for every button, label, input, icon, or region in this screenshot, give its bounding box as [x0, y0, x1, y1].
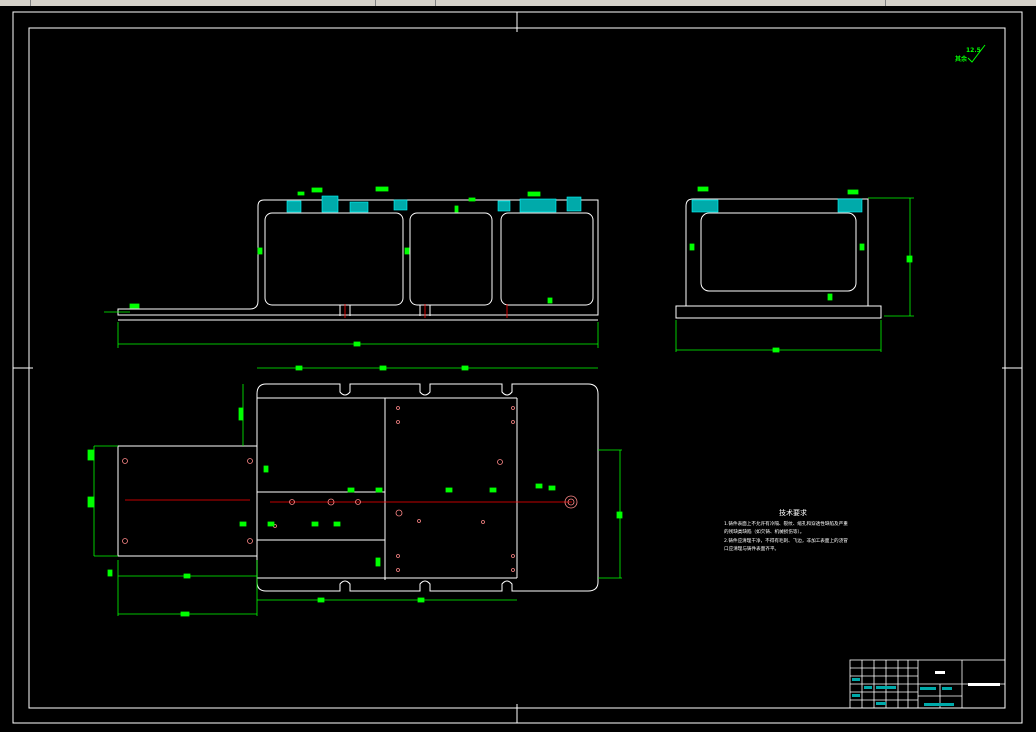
- roughness-symbol: 其余 12.5: [955, 44, 986, 63]
- roughness-value: 12.5: [966, 47, 981, 54]
- tech-req-title: 技术要求: [779, 508, 807, 517]
- window-title-strip: [0, 0, 1036, 6]
- tech-req-line: 口应清理与铸件表面齐平。: [724, 545, 779, 552]
- top-view: [87, 365, 623, 617]
- bolt-hatching: [286, 195, 582, 213]
- tech-req-line: 1.铸件表面上不允许有冷隔、裂纹、缩孔和穿透性缺陷及严重: [724, 520, 848, 527]
- front-view: [104, 186, 599, 348]
- toolbar-segment[interactable]: [30, 0, 376, 6]
- tech-req-line: 2.铸件应清理干净，不得有毛刺、飞边，非加工表面上的浇冒: [724, 537, 848, 544]
- roughness-label: 其余: [955, 55, 968, 63]
- toolbar-segment[interactable]: [435, 0, 886, 6]
- cad-drawing-canvas[interactable]: 其余 12.5: [0, 6, 1036, 732]
- title-block: [849, 659, 1006, 709]
- toolbar-segment[interactable]: [375, 0, 436, 6]
- side-view: [675, 186, 914, 353]
- toolbar-segment[interactable]: [0, 0, 31, 6]
- tech-req-line: 的残缺类缺陷（如欠铸、机械损伤等）。: [724, 528, 804, 535]
- hole-markers: [122, 406, 578, 572]
- drawing-border: [12, 11, 1023, 724]
- technical-requirements: 技术要求 1.铸件表面上不允许有冷隔、裂纹、缩孔和穿透性缺陷及严重 的残缺类缺陷…: [724, 508, 848, 552]
